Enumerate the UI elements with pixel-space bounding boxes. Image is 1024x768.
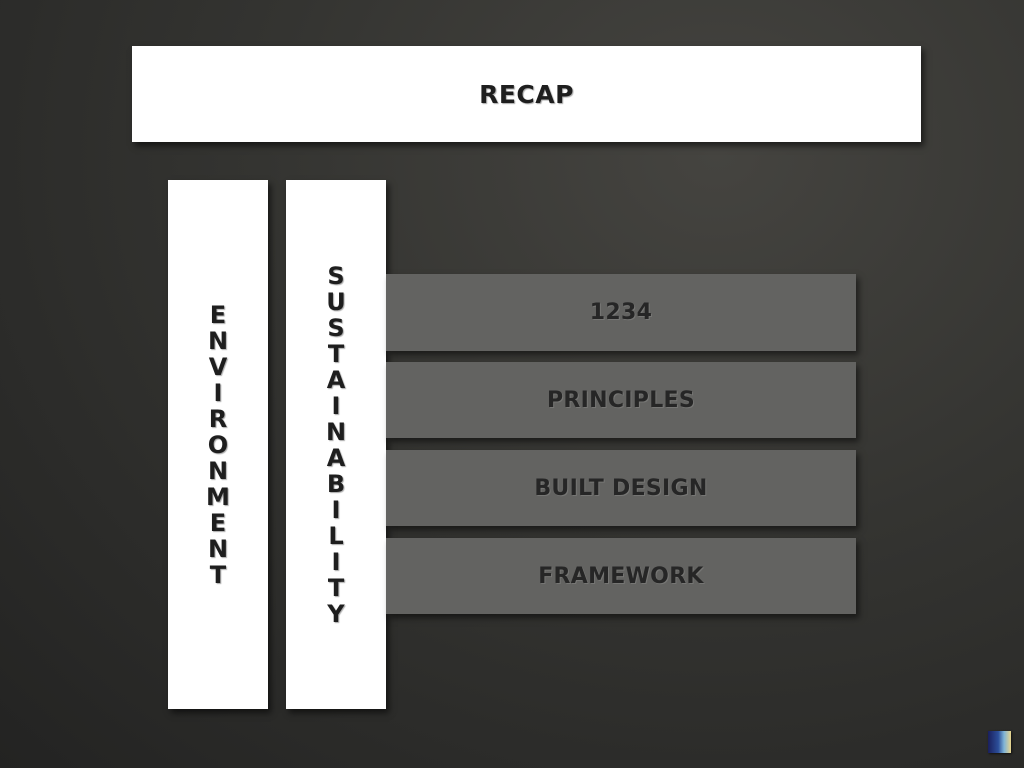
pillar-letter: A bbox=[326, 443, 346, 472]
pillar-letter: N bbox=[207, 534, 229, 563]
pillar-letter: B bbox=[326, 469, 346, 498]
pillar-letter: L bbox=[328, 521, 344, 550]
pillar-letter: N bbox=[325, 417, 347, 446]
pillar-letter: T bbox=[327, 339, 345, 368]
pillar-letter: N bbox=[207, 326, 229, 355]
pillar-letter: E bbox=[209, 300, 227, 329]
pillar-letter: Y bbox=[327, 599, 345, 628]
layer-built-design: BUILT DESIGN bbox=[386, 450, 856, 526]
pillar-letter: I bbox=[213, 378, 223, 407]
pillar-letter: N bbox=[207, 456, 229, 485]
pillar-letter: E bbox=[209, 508, 227, 537]
pillar-letter: I bbox=[331, 495, 341, 524]
gradient-logo-icon bbox=[988, 731, 1011, 753]
layer-label: BUILT DESIGN bbox=[534, 475, 708, 501]
pillar-letter: M bbox=[206, 482, 230, 511]
pillar-letter: A bbox=[326, 365, 346, 394]
pillar-letter: S bbox=[327, 313, 345, 342]
pillar-letter: O bbox=[207, 430, 229, 459]
layer-framework: FRAMEWORK bbox=[386, 538, 856, 614]
title-bar: RECAP bbox=[132, 46, 921, 142]
layer-principles: PRINCIPLES bbox=[386, 362, 856, 438]
layer-label: PRINCIPLES bbox=[546, 387, 695, 413]
page-title: RECAP bbox=[479, 79, 574, 109]
pillar-letter: R bbox=[208, 404, 228, 433]
pillar-letter: T bbox=[209, 560, 227, 589]
layer-1234: 1234 bbox=[386, 274, 856, 351]
layer-label: 1234 bbox=[589, 300, 653, 325]
pillar-letter: I bbox=[331, 391, 341, 420]
pillar-letter: I bbox=[331, 547, 341, 576]
pillar-letter: T bbox=[327, 573, 345, 602]
pillar-letter: U bbox=[326, 287, 346, 316]
pillar-letter: S bbox=[327, 261, 345, 290]
layer-label: FRAMEWORK bbox=[538, 563, 704, 589]
pillar-letter: V bbox=[208, 352, 228, 381]
